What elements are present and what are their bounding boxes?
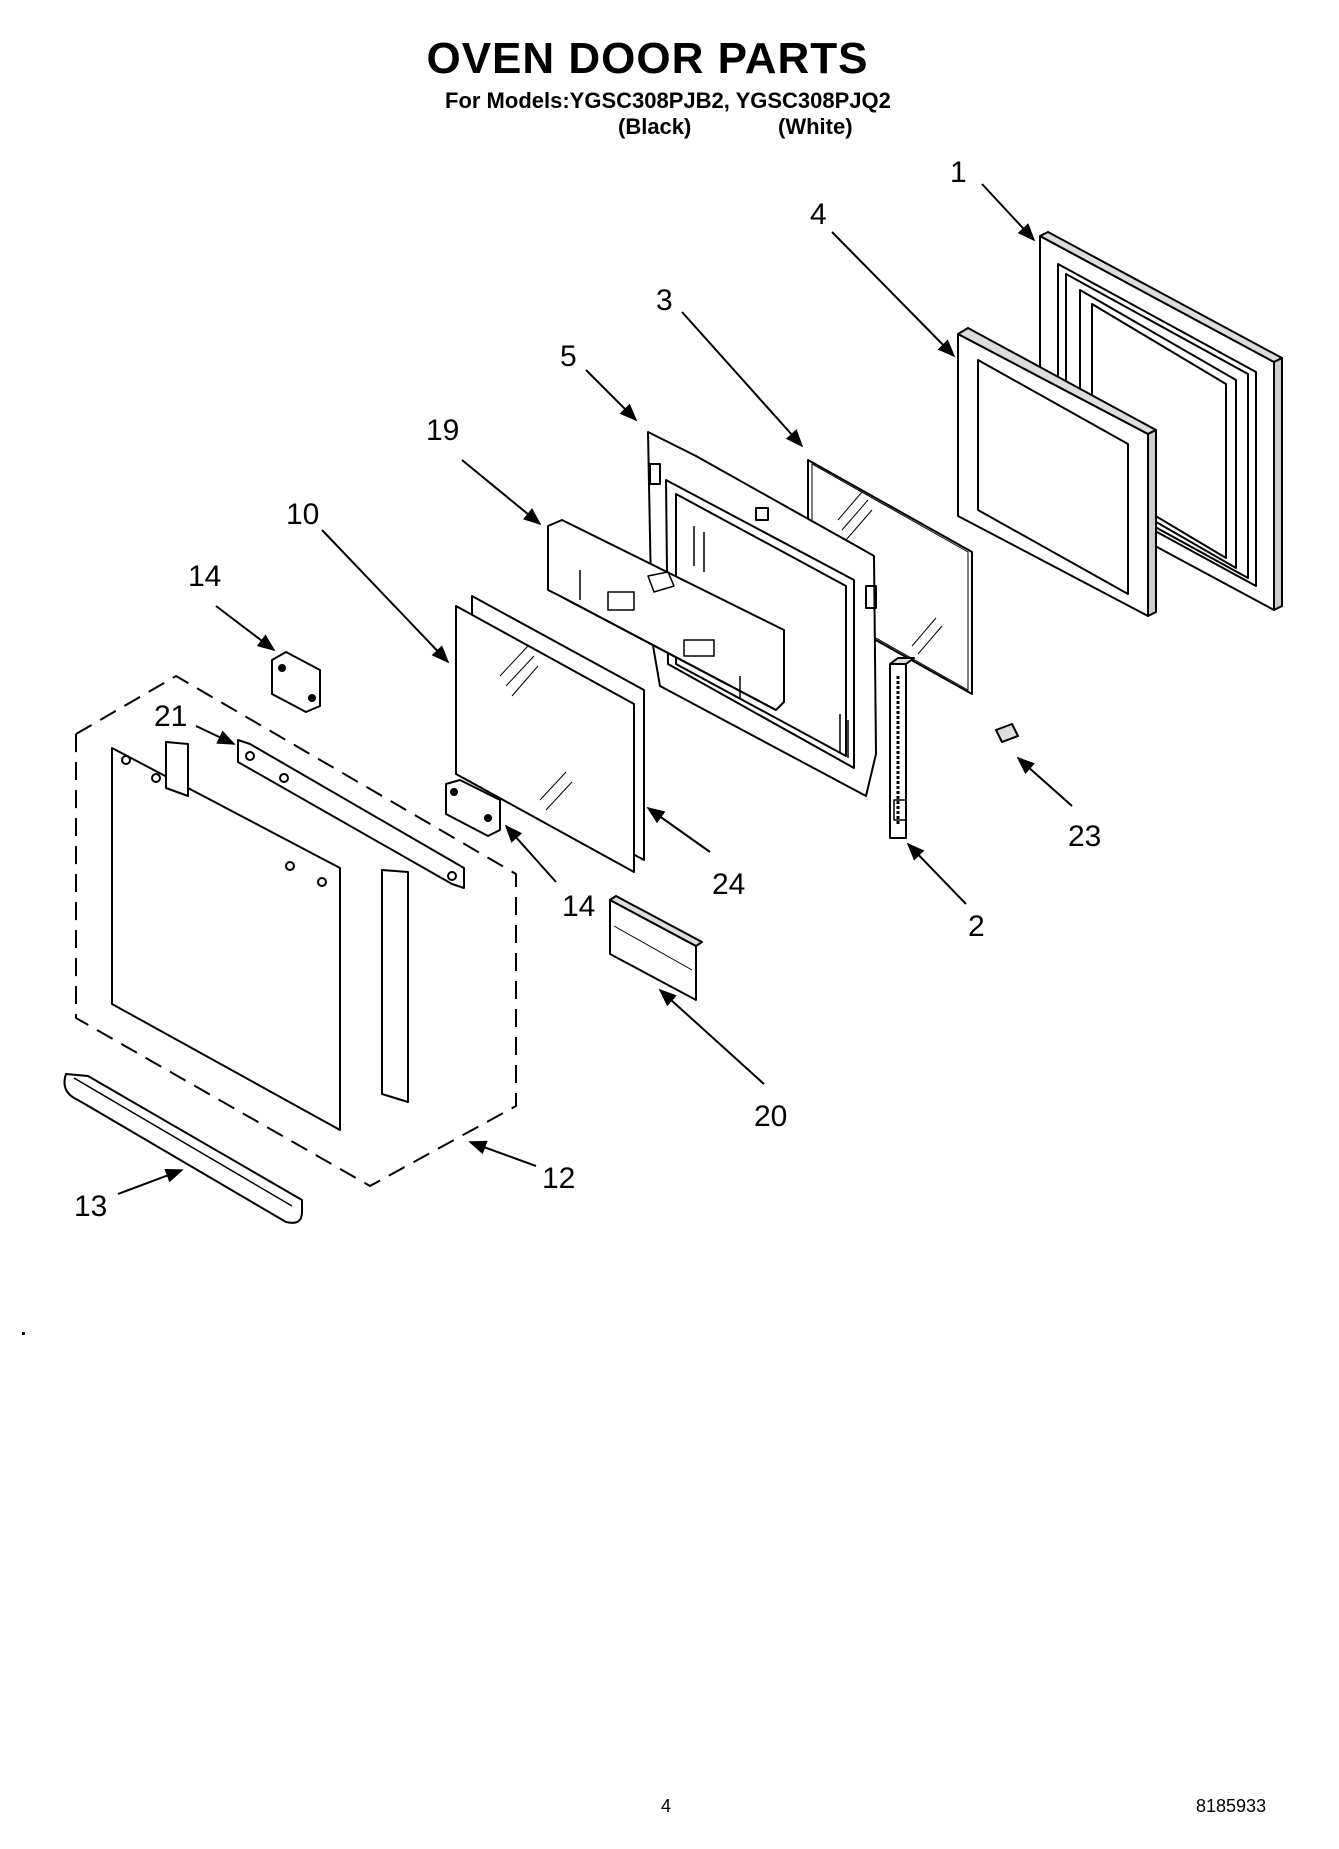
part-19-heat-shield: [547, 519, 785, 711]
document-number: 8185933: [1196, 1796, 1267, 1816]
stray-mark: [22, 1332, 25, 1335]
callout-labels: 1 4 3 5 19 10 14 21 14 24 2 23 20 12 13: [74, 156, 1101, 1223]
callout-4: 4: [810, 198, 827, 231]
part-21-trim-bar: [237, 739, 465, 889]
callout-1: 1: [950, 156, 967, 189]
callout-21: 21: [154, 700, 187, 733]
callout-14-lower: 14: [562, 890, 595, 923]
part-23-clip: [995, 723, 1019, 743]
callout-12: 12: [542, 1162, 575, 1195]
callout-3: 3: [656, 284, 673, 317]
callout-10: 10: [286, 498, 319, 531]
page-title: OVEN DOOR PARTS: [426, 34, 869, 83]
part-4-door-frame: [957, 327, 1157, 617]
part-10-glass-assembly: [455, 595, 645, 873]
part-14-hinge-bracket-upper: [271, 651, 321, 713]
part-5-inner-liner: [647, 431, 877, 797]
callout-19: 19: [426, 414, 459, 447]
callout-5: 5: [560, 340, 577, 373]
variant-black-label: (Black): [618, 114, 692, 139]
part-14-hinge-bracket-lower: [445, 779, 501, 837]
models-line: For Models:YGSC308PJB2, YGSC308PJQ2: [445, 88, 891, 113]
callout-20: 20: [754, 1100, 787, 1133]
variant-white-label: (White): [778, 114, 853, 139]
page-number: 4: [661, 1796, 672, 1816]
part-20-bottom-vent: [609, 895, 703, 1001]
callout-13: 13: [74, 1190, 107, 1223]
callout-24: 24: [712, 868, 745, 901]
part-12-outer-door: [75, 675, 517, 1187]
part-2-side-rail: [889, 657, 915, 839]
callout-2: 2: [968, 910, 985, 943]
leader-arrows: [117, 183, 1073, 1195]
part-13-handle: [63, 1073, 303, 1224]
callout-23: 23: [1068, 820, 1101, 853]
callout-14-upper: 14: [188, 560, 221, 593]
